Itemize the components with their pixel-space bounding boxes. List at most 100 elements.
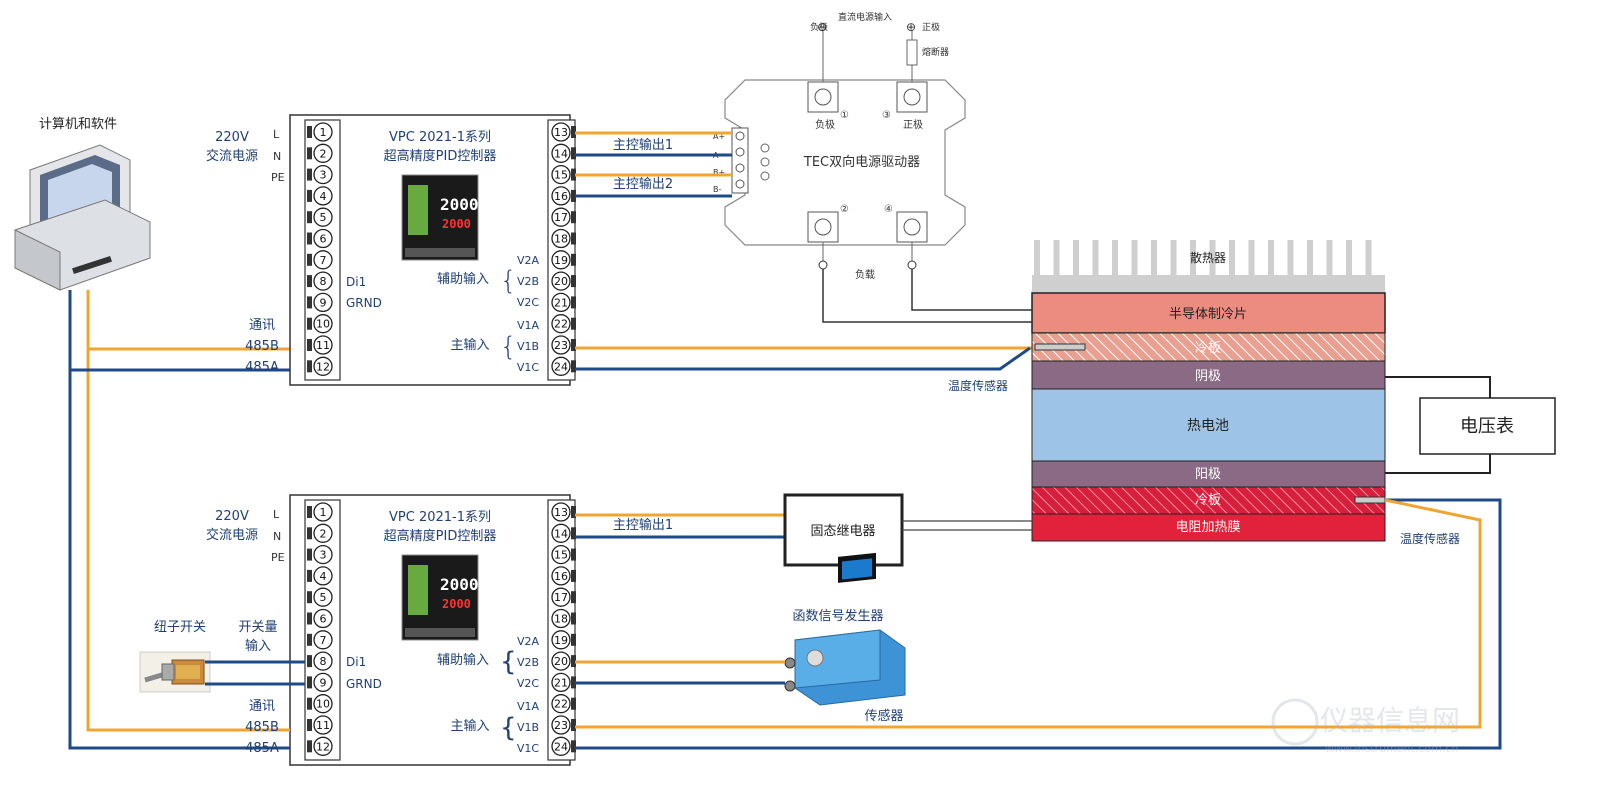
heatsink-fin bbox=[1365, 240, 1372, 280]
terminal-screw-bar bbox=[571, 569, 576, 582]
port-a-plus: A+ bbox=[713, 132, 725, 141]
c1-subtitle: 超高精度PID控制器 bbox=[384, 148, 497, 164]
terminal-screw-bar bbox=[571, 506, 576, 518]
terminal-label-c2-6: 6 bbox=[320, 613, 327, 626]
watermark-sub: www.instrument.com.cn bbox=[1325, 742, 1458, 755]
terminal-c2-18 bbox=[551, 608, 571, 629]
fgen-label: 函数信号发生器 bbox=[792, 608, 883, 624]
terminal-label-c1-8: 8 bbox=[320, 275, 327, 288]
terminal-c2-4 bbox=[313, 566, 333, 586]
terminal-label-c1-5: 5 bbox=[320, 211, 327, 224]
terminal-c2-20 bbox=[551, 651, 571, 671]
terminal-c2-5 bbox=[313, 587, 333, 607]
cold-plate-label: 冷板 bbox=[1195, 341, 1221, 356]
terminal-screw-bar bbox=[571, 147, 576, 160]
heatsink-fin bbox=[1209, 240, 1216, 280]
heatsink-label: 散热器 bbox=[1190, 250, 1226, 265]
terminal-label-c1-21: 21 bbox=[554, 296, 568, 309]
cathode-label: 阴极 bbox=[1195, 369, 1221, 384]
terminal-label-c1-2: 2 bbox=[320, 147, 327, 160]
c2-L: L bbox=[273, 508, 280, 521]
terminal-c1-15 bbox=[551, 164, 571, 185]
terminal-c1-20 bbox=[551, 271, 571, 291]
terminal-c1-10 bbox=[313, 314, 333, 334]
terminal-label-c2-17: 17 bbox=[554, 591, 568, 604]
terminal-label-c1-15: 15 bbox=[554, 169, 568, 182]
c2-comm: 通讯 bbox=[249, 699, 275, 714]
terminal-label-c2-3: 3 bbox=[320, 549, 327, 562]
c2-aux-brace: { bbox=[500, 647, 517, 677]
cathode-layer bbox=[1031, 360, 1386, 390]
c1-485b: 485B bbox=[245, 339, 279, 354]
voltmeter-box bbox=[1419, 397, 1556, 455]
terminal-screw-bar bbox=[307, 697, 312, 710]
minus-icon: ⊖ bbox=[817, 20, 827, 34]
terminal-label-c1-7: 7 bbox=[320, 254, 327, 267]
heatsink-fin bbox=[1053, 240, 1060, 280]
c1-title: VPC 2021-1系列 bbox=[389, 130, 491, 145]
terminal-screw-bar bbox=[307, 317, 312, 330]
terminal-label-c1-11: 11 bbox=[316, 339, 330, 352]
heatsink-fin bbox=[1092, 240, 1099, 280]
terminal-label-c1-20: 20 bbox=[554, 275, 568, 288]
terminal-screw-bar bbox=[307, 275, 312, 288]
terminal-c2-22 bbox=[551, 694, 571, 714]
computer-icon bbox=[14, 144, 151, 291]
terminal-label-c2-13: 13 bbox=[554, 506, 568, 519]
controller-1: 2000 2000 bbox=[289, 114, 576, 386]
terminal-label-c2-24: 24 bbox=[554, 740, 568, 753]
terminal-label-c2-11: 11 bbox=[316, 719, 330, 732]
terminal-screw-bar bbox=[571, 211, 576, 224]
c1-v1a: V1A bbox=[517, 319, 540, 332]
terminal-screw-bar bbox=[571, 296, 576, 309]
c2-main-input: 主输入 bbox=[450, 718, 489, 734]
terminal-screw-bar bbox=[571, 339, 576, 351]
terminal-screw-bar bbox=[571, 126, 576, 138]
controller-2-screen: 2000 2000 bbox=[401, 554, 479, 641]
ssr-box bbox=[783, 493, 904, 567]
terminal-c1-24 bbox=[551, 356, 571, 376]
terminal-c2-24 bbox=[551, 736, 571, 756]
terminal-label-c1-6: 6 bbox=[320, 233, 327, 246]
terminal-screw-bar bbox=[307, 633, 312, 646]
temp-sensor-2-probe bbox=[1354, 496, 1386, 504]
fgen-sensor-label: 传感器 bbox=[864, 708, 903, 724]
terminal-label-c2-9: 9 bbox=[320, 676, 327, 689]
terminal-label-c2-4: 4 bbox=[320, 570, 327, 583]
switch-label-2: 输入 bbox=[245, 638, 271, 654]
terminal-screw-bar bbox=[307, 569, 312, 582]
terminal-c2-19 bbox=[551, 630, 571, 650]
terminal-screw-bar bbox=[571, 275, 576, 288]
terminal-screw-bar bbox=[571, 740, 576, 753]
heatsink-fin bbox=[1346, 240, 1352, 280]
c2-di1: Di1 bbox=[346, 655, 366, 669]
c1-485a: 485A bbox=[245, 360, 279, 375]
c2-485b: 485B bbox=[245, 720, 279, 735]
terminal-label-c2-7: 7 bbox=[320, 634, 327, 647]
controller-1-sv: 2000 bbox=[442, 217, 471, 231]
terminal-screw-bar bbox=[571, 676, 576, 689]
terminal-label-c2-2: 2 bbox=[320, 527, 327, 540]
terminal-screw-bar bbox=[307, 147, 312, 160]
c1-power: 220V bbox=[215, 130, 249, 145]
terminal-screw-bar bbox=[571, 317, 576, 330]
tec-term-neg: 负极 bbox=[815, 118, 835, 131]
terminal-label-c1-17: 17 bbox=[554, 211, 568, 224]
terminal-screw-bar bbox=[571, 655, 576, 668]
cell-label: 热电池 bbox=[1187, 418, 1229, 434]
terminal-screw-bar bbox=[307, 211, 312, 224]
c1-PE: PE bbox=[271, 171, 285, 184]
fuse-label: 熔断器 bbox=[922, 46, 949, 58]
c2-485a: 485A bbox=[245, 741, 279, 756]
plus-icon: ⊕ bbox=[906, 20, 916, 34]
terminal-screw-bar bbox=[307, 168, 312, 181]
terminal-screw-bar bbox=[307, 527, 312, 540]
c1-main-input: 主输入 bbox=[450, 337, 489, 353]
tec-driver bbox=[724, 30, 966, 270]
terminal-label-c1-12: 12 bbox=[316, 360, 330, 373]
c1-v2a: V2A bbox=[517, 254, 540, 267]
terminal-label-c2-8: 8 bbox=[320, 655, 327, 668]
terminal-screw-bar bbox=[571, 253, 576, 266]
terminal-label-c2-19: 19 bbox=[554, 634, 568, 647]
terminal-c2-11 bbox=[313, 715, 333, 735]
